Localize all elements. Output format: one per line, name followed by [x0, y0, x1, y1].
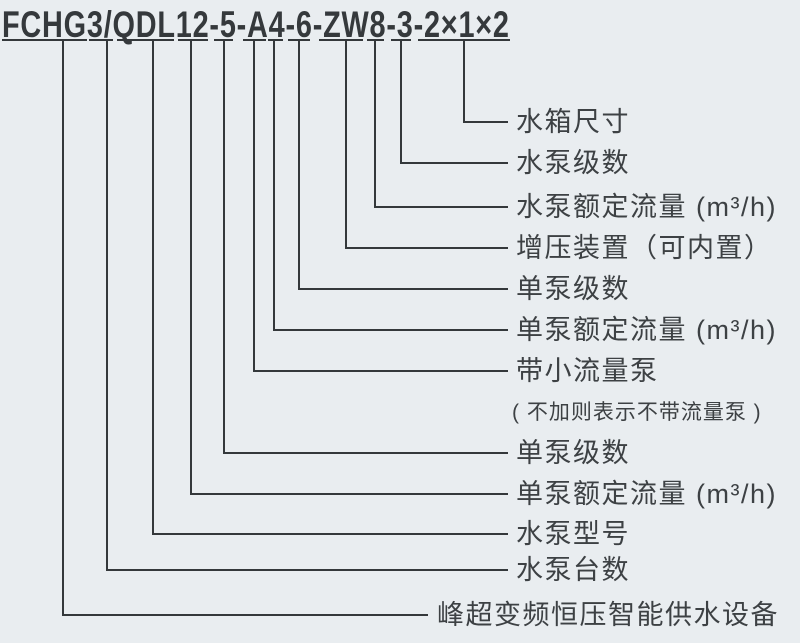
- legend-label-small-flow-pump: 带小流量泵: [516, 356, 659, 386]
- legend-label-series-name: 峰超变频恒压智能供水设备: [437, 600, 779, 630]
- connector-single-flow-2: [273, 41, 508, 331]
- connector-booster: [345, 41, 508, 249]
- model-code: FCHG3/QDL12-5-A4-6-ZW8-3-2×1×2: [2, 4, 510, 45]
- connector-pump-type: [152, 41, 508, 535]
- connector-small-flow-pump: [253, 41, 508, 372]
- legend-label-single-pump-stages-1: 单泵级数: [516, 438, 630, 468]
- legend-label-pump-rated-flow: 水泵额定流量 (m³/h): [516, 192, 777, 222]
- connector-pump-stages: [400, 41, 508, 164]
- connector-pump-count: [106, 41, 508, 571]
- connector-single-stages-2: [298, 41, 508, 290]
- connector-tank-size: [463, 41, 508, 123]
- legend-label-single-pump-flow-2: 单泵额定流量 (m³/h): [516, 315, 777, 345]
- legend-note-no-flow-pump: ( 不加则表示不带流量泵 ): [512, 401, 762, 424]
- legend-label-pump-stages: 水泵级数: [516, 148, 630, 178]
- connector-single-stages-1: [223, 41, 508, 454]
- connector-pump-flow: [374, 41, 508, 208]
- legend-label-single-pump-stages-2: 单泵级数: [516, 274, 630, 304]
- connector-series-name: [62, 41, 428, 616]
- legend-label-pump-count: 水泵台数: [516, 555, 630, 585]
- legend-label-single-pump-flow-1: 单泵额定流量 (m³/h): [516, 479, 777, 509]
- legend-label-booster-device: 增压装置（可内置）: [516, 233, 773, 263]
- legend-label-tank-size: 水箱尺寸: [516, 107, 630, 137]
- connector-single-flow-1: [190, 41, 508, 495]
- legend-label-pump-type: 水泵型号: [516, 519, 630, 549]
